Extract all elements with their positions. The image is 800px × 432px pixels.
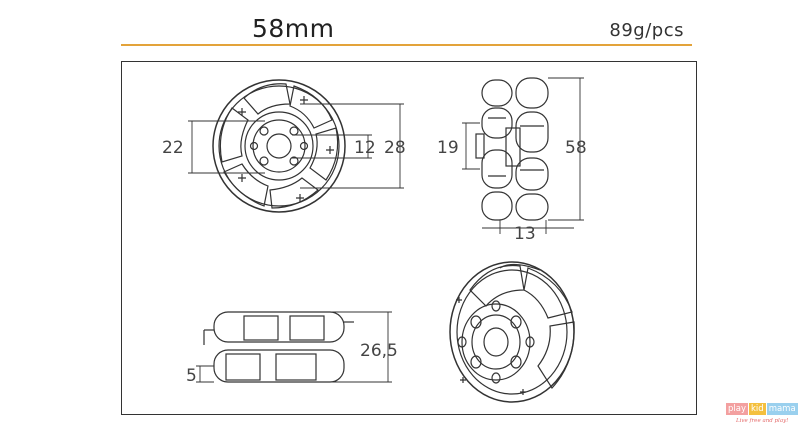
isometric-view: [449, 261, 575, 403]
logo-tagline: Live free and play!: [736, 418, 789, 424]
bottom-view: [196, 311, 392, 383]
wheel-weight-label: 89g/pcs: [609, 20, 684, 41]
front-view: [188, 79, 404, 213]
header-divider: [121, 44, 692, 46]
side-view: [462, 77, 584, 234]
wheel-size-title: 58mm: [252, 14, 335, 43]
dim-bottom-offset: 5: [186, 366, 197, 386]
logo-part-play: play: [726, 403, 748, 415]
dim-side-inner: 19: [437, 138, 459, 158]
dim-bottom-height: 26,5: [360, 341, 398, 361]
dim-side-width: 13: [514, 224, 536, 244]
hub-bolt-holes: [249, 126, 309, 166]
dim-front-outer: 28: [384, 138, 406, 158]
iso-hub-bolts: [457, 300, 535, 384]
dim-side-height: 58: [565, 138, 587, 158]
drawing-frame: [121, 61, 697, 415]
dim-front-bore: 12: [354, 138, 376, 158]
logo-part-mama: mama: [766, 403, 798, 415]
dimension-labels: 22 12 28 19 58 13 26,5 5: [162, 138, 587, 386]
logo-part-kid: kid: [749, 403, 766, 415]
playkidmama-logo: play kid mama Live free and play!: [726, 393, 798, 429]
dim-front-hub: 22: [162, 138, 184, 158]
